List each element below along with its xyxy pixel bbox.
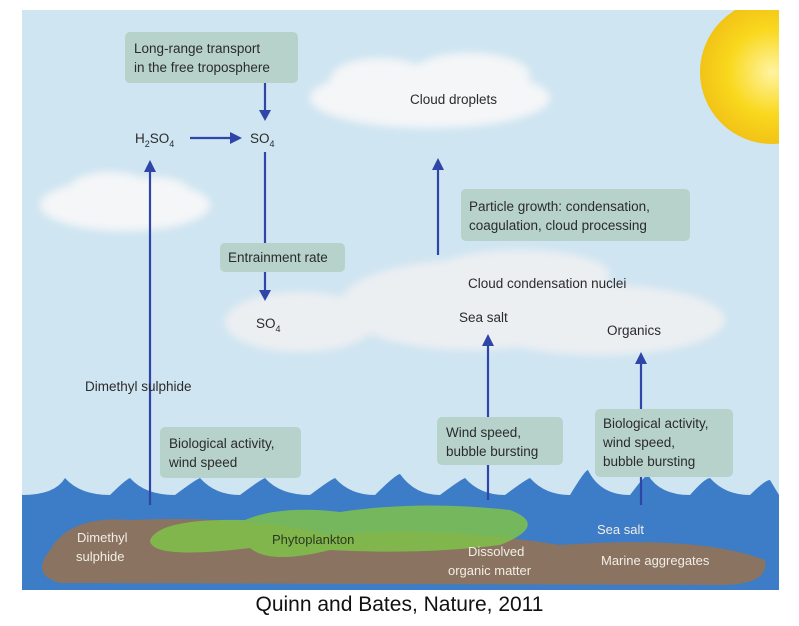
sea-salt-cloud-label: Sea salt	[459, 310, 508, 325]
svg-text:in the free troposphere: in the free troposphere	[134, 60, 270, 75]
h2so4-label: H2SO4	[135, 131, 174, 149]
svg-text:Entrainment rate: Entrainment rate	[228, 250, 328, 265]
dom-label-2: organic matter	[448, 563, 532, 578]
bio-wind-bubble-box: Biological activity, wind speed, bubble …	[595, 409, 733, 477]
figure-caption: Quinn and Bates, Nature, 2011	[255, 593, 544, 616]
svg-text:coagulation, cloud processing: coagulation, cloud processing	[469, 218, 647, 233]
so4-top-label: SO4	[250, 131, 275, 149]
particle-growth-box: Particle growth: condensation, coagulati…	[461, 189, 690, 241]
svg-text:Wind speed,: Wind speed,	[446, 425, 521, 440]
ccn-label: Cloud condensation nuclei	[468, 276, 626, 291]
long-range-transport-box: Long-range transport in the free troposp…	[125, 32, 298, 83]
cloud-droplets-label: Cloud droplets	[410, 92, 497, 107]
sea-salt-ocean-label: Sea salt	[597, 522, 644, 537]
svg-text:Long-range transport: Long-range transport	[134, 41, 260, 56]
cloud-left	[40, 172, 210, 231]
svg-text:Biological activity,: Biological activity,	[603, 416, 709, 431]
dom-label: Dissolved	[468, 544, 524, 559]
phytoplankton-label: Phytoplankton	[272, 532, 354, 547]
biological-activity-box: Biological activity, wind speed	[160, 427, 301, 478]
sun-icon	[700, 10, 779, 144]
phytoplankton-patch	[150, 505, 528, 558]
marine-aggregates-label: Marine aggregates	[601, 553, 710, 568]
svg-text:wind speed: wind speed	[168, 455, 237, 470]
svg-text:wind speed,: wind speed,	[602, 435, 675, 450]
dms-ocean-label-2: sulphide	[76, 549, 124, 564]
svg-text:bubble bursting: bubble bursting	[446, 444, 538, 459]
dms-ocean-label: Dimethyl	[77, 530, 128, 545]
cloud-ccn	[225, 250, 725, 355]
so4-cloud-label: SO4	[256, 316, 281, 334]
svg-text:Particle growth: condensation,: Particle growth: condensation,	[469, 199, 650, 214]
wind-bubble-box: Wind speed, bubble bursting	[437, 417, 563, 465]
cloud-top	[310, 53, 550, 128]
svg-text:Biological activity,: Biological activity,	[169, 436, 275, 451]
entrainment-rate-box: Entrainment rate	[220, 243, 345, 272]
organics-label: Organics	[607, 323, 661, 338]
dms-air-label: Dimethyl sulphide	[85, 379, 192, 394]
svg-text:bubble bursting: bubble bursting	[603, 454, 695, 469]
